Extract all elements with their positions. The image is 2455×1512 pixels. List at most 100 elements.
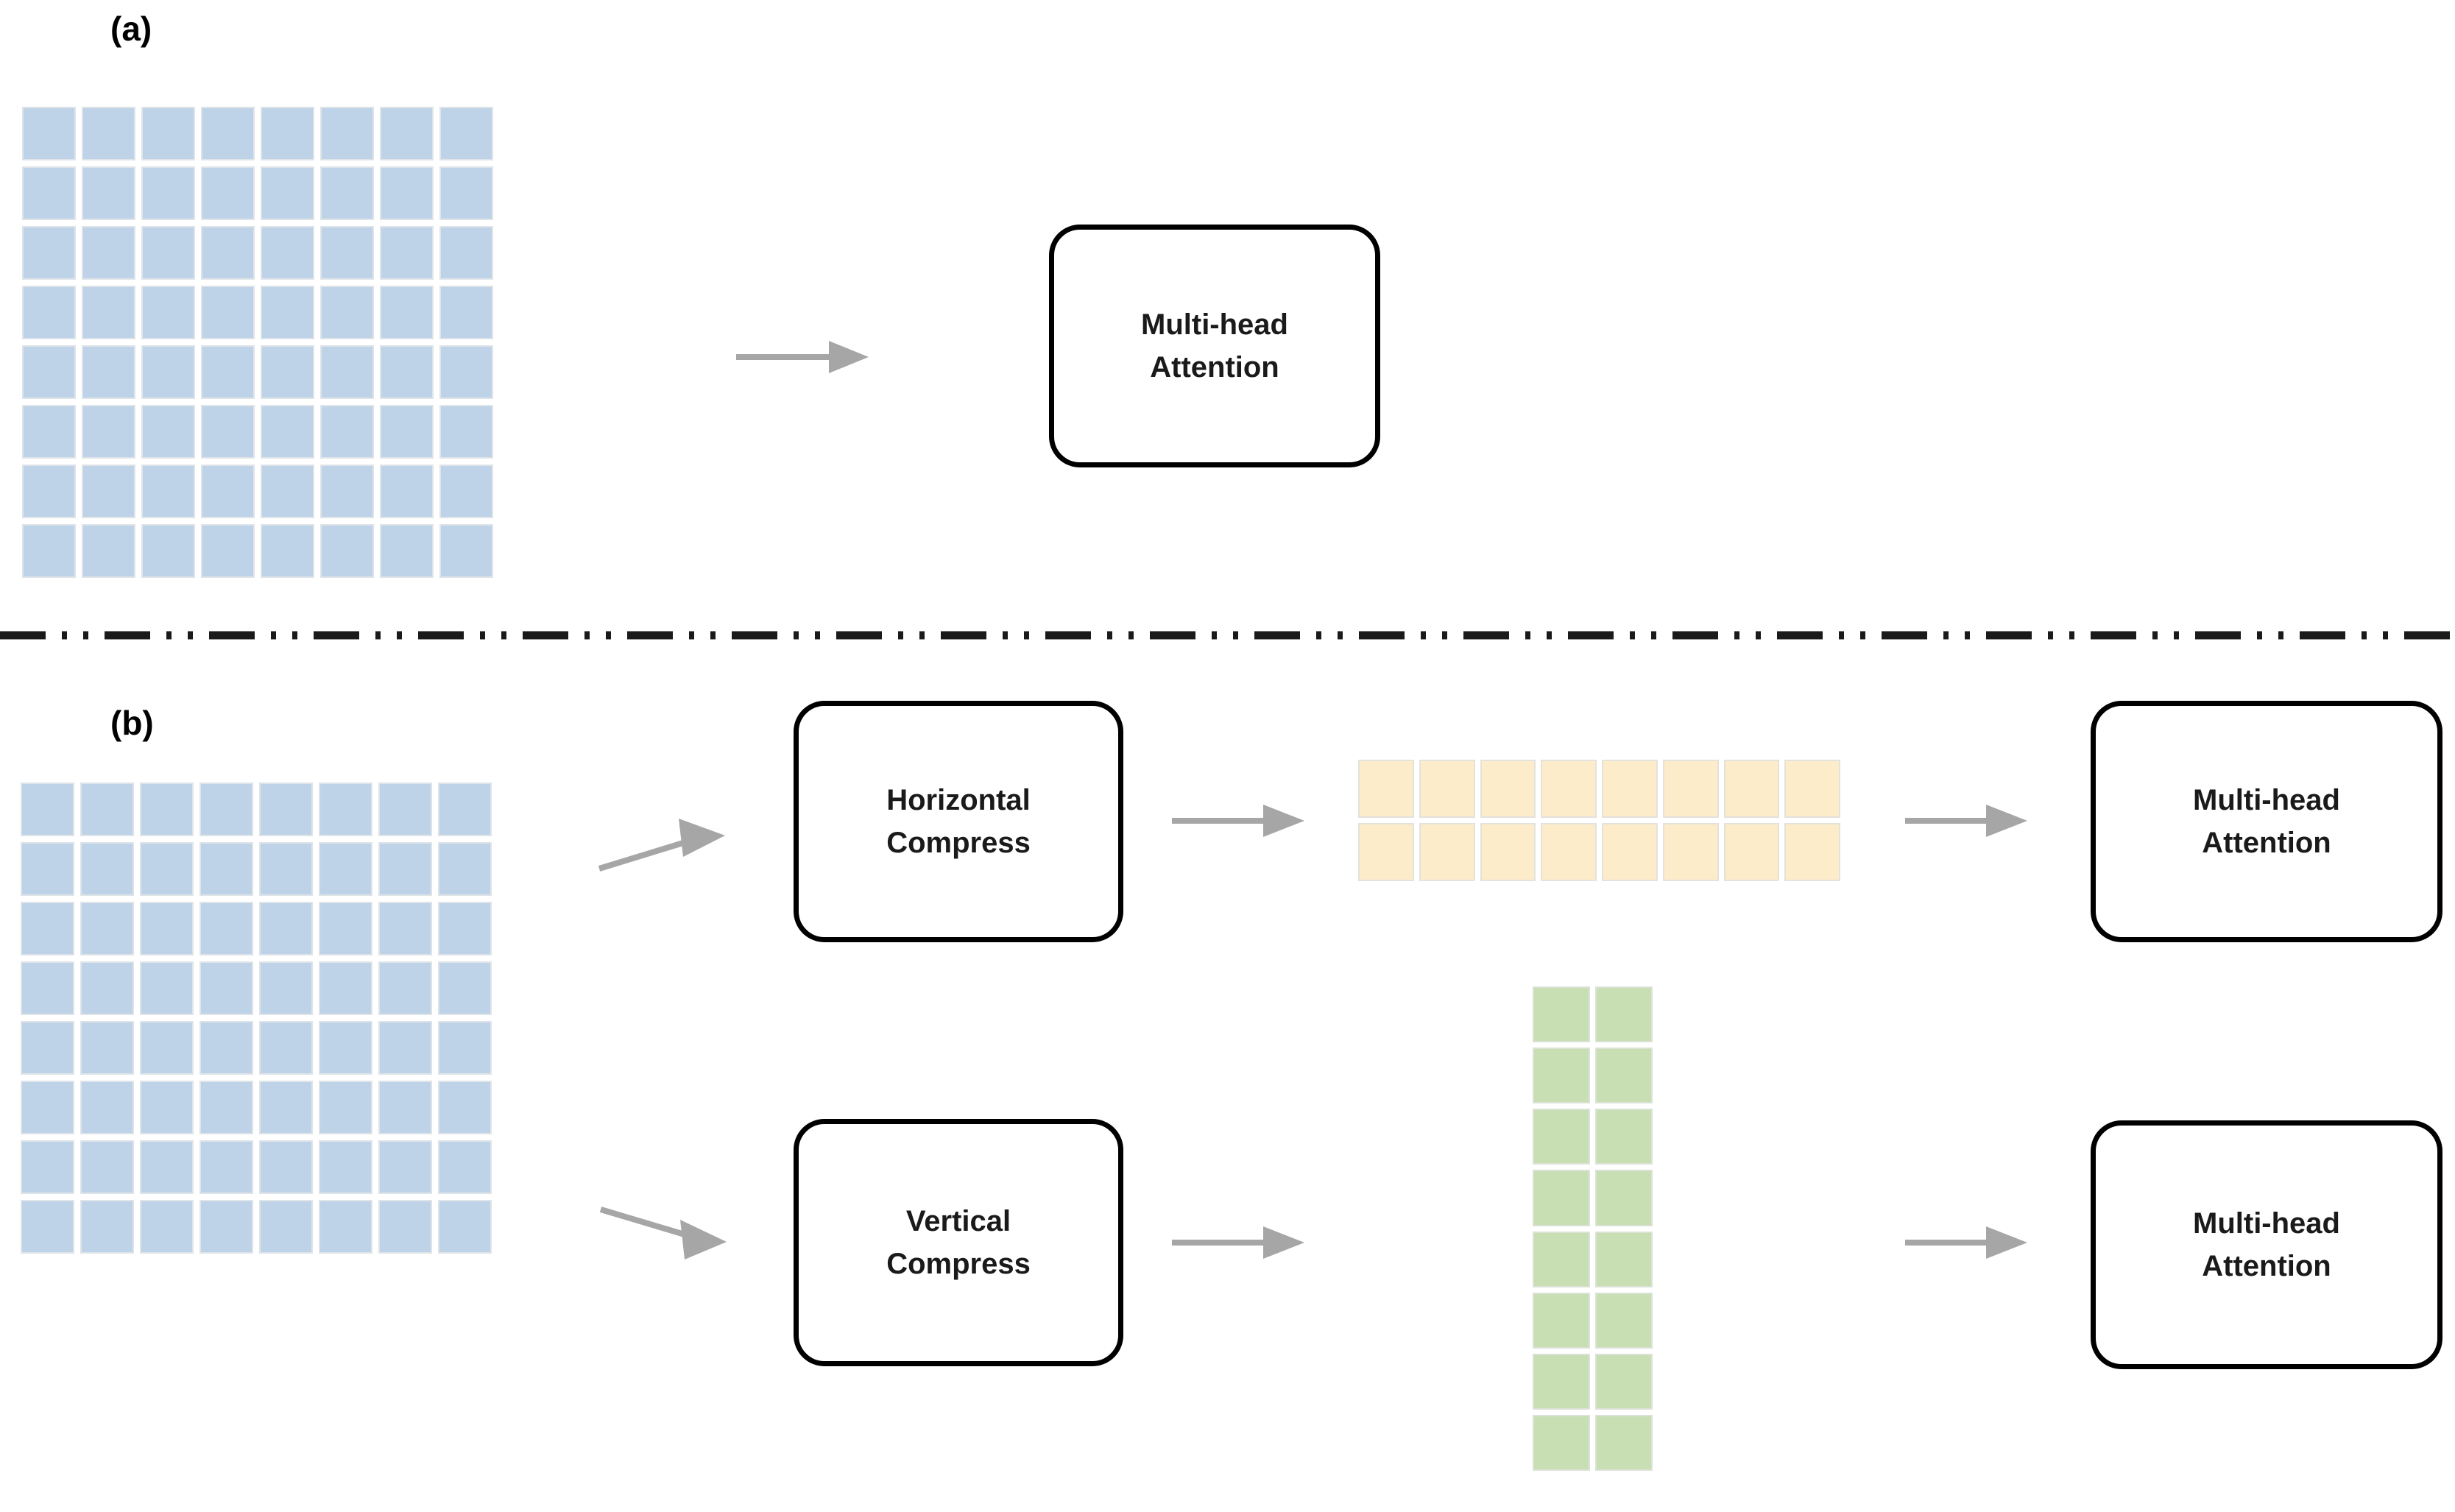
token-tile (1595, 1231, 1653, 1287)
feature-tile (259, 1200, 313, 1254)
feature-tile (320, 166, 374, 220)
feature-tile (199, 1021, 253, 1075)
feature-tile (439, 166, 493, 220)
token-tile (1595, 1414, 1653, 1471)
feature-tile (141, 107, 195, 160)
token-tile (1480, 823, 1536, 881)
feature-tile (82, 226, 135, 280)
token-tile (1533, 1231, 1590, 1287)
feature-tile (439, 405, 493, 459)
feature-tile (261, 405, 314, 459)
feature-tile (320, 405, 374, 459)
feature-tile (319, 1021, 372, 1075)
feature-tile (319, 1200, 372, 1254)
feature-tile (378, 961, 432, 1015)
feature-tile (378, 1081, 432, 1134)
feature-tile (319, 902, 372, 955)
token-tile (1662, 760, 1719, 818)
token-tile (1419, 760, 1475, 818)
feature-tile (82, 524, 135, 578)
arrow-yellow-tokens-to-mha (1905, 800, 2045, 844)
token-tile (1602, 823, 1658, 881)
feature-tile (141, 286, 195, 339)
feature-tile (82, 166, 135, 220)
feature-tile (259, 842, 313, 896)
feature-tile (199, 961, 253, 1015)
feature-tile (21, 1200, 74, 1254)
token-tile (1358, 760, 1414, 818)
feature-tile (380, 524, 434, 578)
feature-tile (22, 405, 76, 459)
feature-tile (80, 1081, 134, 1134)
feature-tile (141, 166, 195, 220)
token-tile (1541, 823, 1597, 881)
feature-tile (22, 166, 76, 220)
feature-tile (261, 524, 314, 578)
block-multi-head-attention-b-bottom[interactable]: Multi-head Attention (2091, 1120, 2442, 1369)
feature-tile (380, 405, 434, 459)
feature-tile (378, 1021, 432, 1075)
green-token-strip (1533, 986, 1653, 1471)
panel-a-label: (a) (110, 10, 152, 48)
feature-tile (320, 345, 374, 399)
feature-tile (21, 1081, 74, 1134)
feature-tile (261, 107, 314, 160)
feature-tile (141, 524, 195, 578)
token-tile (1480, 760, 1536, 818)
token-tile (1784, 760, 1840, 818)
token-tile (1533, 1048, 1590, 1104)
token-tile (1533, 1353, 1590, 1410)
feature-tile (319, 783, 372, 836)
feature-tile (261, 345, 314, 399)
block-horizontal-compress[interactable]: Horizontal Compress (794, 701, 1123, 942)
feature-tile (21, 783, 74, 836)
feature-tile (80, 1021, 134, 1075)
feature-tile (319, 961, 372, 1015)
feature-tile (261, 166, 314, 220)
feature-tile (201, 286, 255, 339)
feature-tile (439, 524, 493, 578)
arrow-vertical-compress-to-tokens (1172, 1220, 1319, 1265)
feature-tile (438, 783, 492, 836)
feature-tile (378, 842, 432, 896)
feature-tile (320, 286, 374, 339)
feature-tile (259, 902, 313, 955)
token-tile (1602, 760, 1658, 818)
feature-tile (82, 345, 135, 399)
feature-tile (380, 286, 434, 339)
block-label: Vertical Compress (886, 1205, 1031, 1280)
feature-tile (22, 226, 76, 280)
feature-tile (80, 842, 134, 896)
block-vertical-compress[interactable]: Vertical Compress (794, 1119, 1123, 1366)
token-tile (1541, 760, 1597, 818)
feature-tile (320, 464, 374, 518)
feature-tile (438, 902, 492, 955)
feature-tile (22, 286, 76, 339)
feature-tile (140, 1081, 194, 1134)
token-tile (1533, 1414, 1590, 1471)
feature-tile (22, 524, 76, 578)
feature-tile (439, 107, 493, 160)
feature-tile (80, 1200, 134, 1254)
feature-tile (320, 107, 374, 160)
block-multi-head-attention-b-top[interactable]: Multi-head Attention (2091, 701, 2442, 942)
feature-tile (259, 1140, 313, 1194)
feature-tile (438, 1021, 492, 1075)
feature-tile (201, 107, 255, 160)
feature-tile (80, 1140, 134, 1194)
feature-tile (259, 1081, 313, 1134)
feature-tile (380, 464, 434, 518)
feature-tile (141, 345, 195, 399)
feature-tile (199, 842, 253, 896)
feature-tile (21, 902, 74, 955)
yellow-token-strip (1358, 760, 1840, 881)
feature-tile (21, 961, 74, 1015)
feature-tile (140, 961, 194, 1015)
panel-a-input-grid (22, 107, 493, 578)
feature-tile (319, 842, 372, 896)
block-multi-head-attention-a[interactable]: Multi-head Attention (1049, 225, 1380, 467)
token-tile (1595, 1353, 1653, 1410)
feature-tile (438, 1200, 492, 1254)
feature-tile (438, 1081, 492, 1134)
